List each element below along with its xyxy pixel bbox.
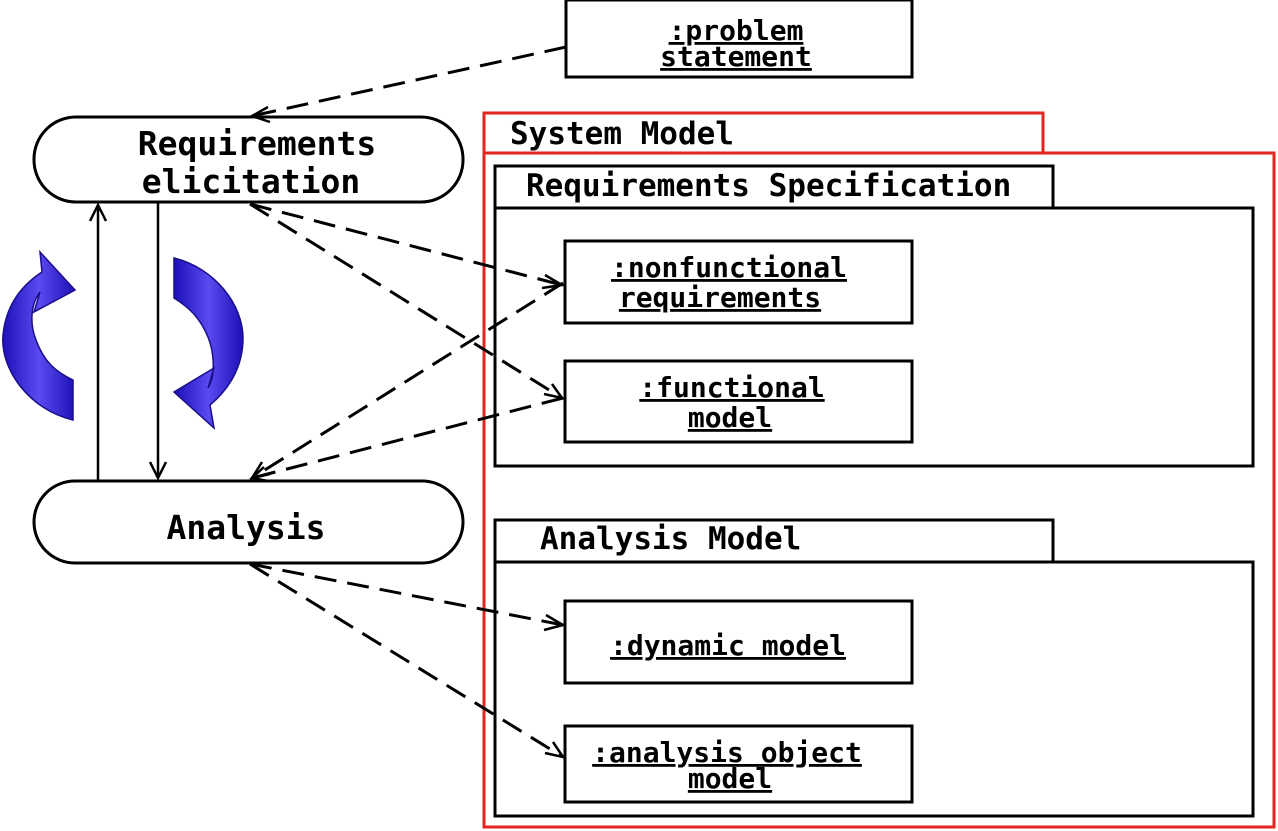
dynamic-model-object[interactable]: :dynamic model — [563, 599, 914, 685]
analysis-object-model-object[interactable]: :analysis object model — [563, 724, 914, 804]
cycle-arrows — [2, 249, 244, 431]
requirements-elicitation-activity[interactable]: Requirements elicitation — [32, 115, 465, 204]
dynamic-model-label: :dynamic model — [610, 629, 846, 662]
analysis-object-model-label-line1: :analysis object — [592, 736, 862, 769]
requirements-elicitation-label-line2: elicitation — [142, 162, 361, 201]
left-curved-arrow-icon — [2, 249, 77, 421]
problem-statement-object[interactable]: :problem statement — [564, 0, 914, 79]
analysis-model-title: Analysis Model — [540, 521, 801, 557]
functional-model-label-line1: :functional — [639, 371, 824, 404]
functional-model-label-line2: model — [688, 401, 772, 434]
system-model-title: System Model — [510, 116, 734, 152]
dependency-arrows — [248, 45, 567, 759]
elicitation-analysis-solid-arrows — [88, 202, 168, 482]
problem-statement-label-line1: :problem — [669, 14, 804, 47]
nonfunctional-requirements-label-line1: :nonfunctional — [611, 251, 847, 284]
nonfunctional-requirements-object[interactable]: :nonfunctional requirements — [563, 239, 914, 325]
right-curved-arrow-icon — [172, 257, 244, 431]
requirements-specification-title: Requirements Specification — [526, 168, 1011, 204]
nonfunctional-requirements-label-line2: requirements — [619, 281, 821, 314]
analysis-label: Analysis — [167, 508, 326, 547]
requirements-elicitation-label-line1: Requirements — [138, 124, 376, 163]
functional-model-object[interactable]: :functional model — [563, 359, 914, 444]
analysis-activity[interactable]: Analysis — [32, 479, 465, 565]
analysis-object-model-label-line2: model — [688, 762, 772, 795]
system-model-package[interactable]: System Model — [482, 111, 1276, 829]
problem-statement-label-line2: statement — [660, 40, 812, 73]
